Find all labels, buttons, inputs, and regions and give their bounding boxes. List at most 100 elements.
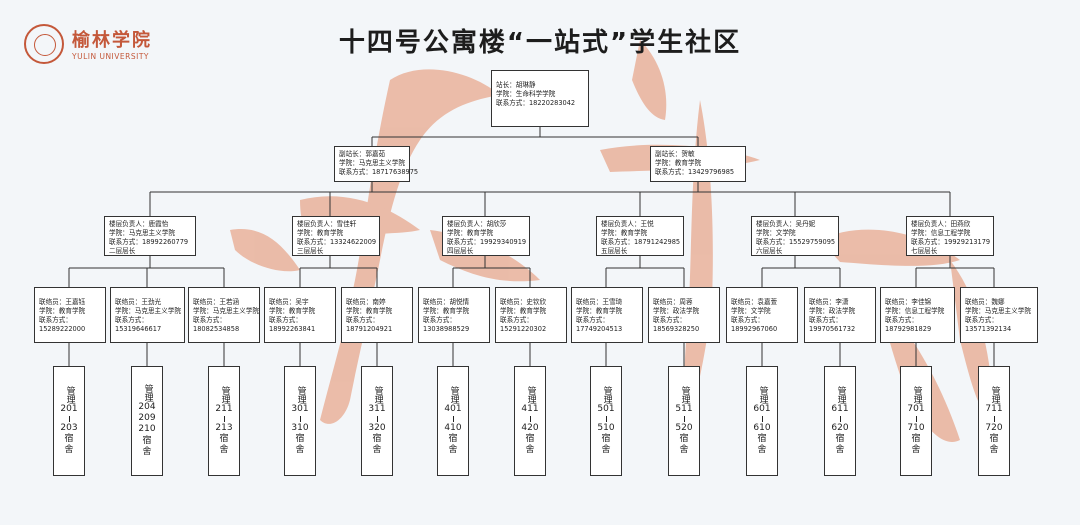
dorm-tail: 舍	[525, 445, 535, 456]
dorm-start: 301	[291, 403, 309, 414]
liaison-name: 联络员：李佳锦	[885, 298, 932, 306]
dorm-start: 701	[907, 403, 925, 414]
dorm-box: 管理 401 410 宿 舍	[437, 366, 469, 476]
liaison-box: 联络员：王若涵 学院：马克思主义学院 联系方式： 18082534858	[188, 287, 260, 343]
deputy-college: 学院：教育学院	[655, 158, 702, 167]
range-bar	[993, 415, 995, 422]
dorm-end: 410	[444, 422, 462, 433]
dorm-tail: 舍	[911, 445, 921, 456]
floor-lead-role: 五层层长	[601, 246, 628, 255]
dorm-tail: 舍	[142, 446, 152, 457]
liaison-phone: 15319646617	[115, 324, 162, 333]
liaison-contact-label: 联系方式：	[653, 315, 686, 324]
liaison-college: 学院：教育学院	[576, 306, 623, 315]
dorm-box: 管理 601 610 宿 舍	[746, 366, 778, 476]
deputy-name: 副站长：郭嘉茹	[339, 150, 386, 158]
dorm-label: 管理	[219, 385, 230, 404]
dorm-tail: 宿	[601, 434, 611, 444]
floor-lead-college: 学院：马克思主义学院	[109, 228, 175, 237]
liaison-name: 联络员：史钦欣	[500, 298, 547, 306]
dorm-tail: 宿	[64, 434, 74, 444]
liaison-contact-label: 联系方式：	[576, 315, 609, 324]
deputy-name: 副站长：贺敏	[655, 150, 695, 158]
dorm-tail: 宿	[142, 435, 152, 446]
range-bar	[452, 415, 454, 422]
floor-lead-box-3: 楼层负责人：雪佳轩 学院：教育学院 联系方式：13324622009 三层层长	[292, 216, 380, 256]
floor-lead-college: 学院：文学院	[756, 228, 796, 237]
range-bar	[68, 415, 70, 422]
director-name: 站长：胡琳静	[496, 81, 536, 89]
liaison-phone: 18791204921	[346, 324, 393, 333]
floor-lead-contact: 联系方式：18992260779	[109, 237, 189, 246]
liaison-name: 联络员：魏娜	[965, 298, 1005, 306]
liaison-college: 学院：政法学院	[653, 306, 700, 315]
liaison-college: 学院：文学院	[731, 306, 771, 315]
liaison-contact-label: 联系方式：	[39, 315, 72, 324]
dorm-box: 管理 701 710 宿 舍	[900, 366, 932, 476]
floor-lead-name: 楼层负责人：吴丹妮	[756, 220, 816, 228]
director-box: 站长：胡琳静 学院：生命科学学院 联系方式：18220283042	[491, 70, 589, 127]
liaison-name: 联络员：周蓉	[653, 298, 693, 306]
liaison-phone: 13571392134	[965, 324, 1012, 333]
dorm-start: 201	[60, 403, 78, 414]
liaison-box: 联络员：李佳锦 学院：信息工程学院 联系方式： 18792981829	[880, 287, 955, 343]
dorm-label: 管理	[64, 385, 75, 404]
liaison-box: 联络员：史钦欣 学院：教育学院 联系方式： 15291220302	[495, 287, 567, 343]
dorm-end: 310	[291, 422, 309, 433]
floor-lead-role: 六层层长	[756, 246, 783, 255]
liaison-name: 联络员：南婷	[346, 298, 386, 306]
dorm-tail: 舍	[448, 445, 458, 456]
dorm-end: 720	[985, 422, 1003, 433]
dorm-label: 管理	[679, 385, 690, 404]
dorm-num: 210	[138, 424, 156, 435]
dorm-end: 203	[60, 422, 78, 433]
dorm-start: 311	[368, 403, 386, 414]
liaison-box: 联络员：王劲光 学院：马克思主义学院 联系方式： 15319646617	[110, 287, 185, 343]
floor-lead-role: 七层层长	[911, 246, 938, 255]
dorm-label: 管理	[142, 383, 153, 402]
director-contact: 联系方式：18220283042	[496, 98, 576, 107]
dorm-tail: 宿	[757, 434, 767, 444]
liaison-phone: 13038988529	[423, 324, 470, 333]
dorm-end: 320	[368, 422, 386, 433]
dorm-label: 管理	[757, 385, 768, 404]
floor-lead-role: 三层层长	[297, 246, 324, 255]
dorm-label: 管理	[601, 385, 612, 404]
liaison-contact-label: 联系方式：	[965, 315, 998, 324]
liaison-contact-label: 联系方式：	[809, 315, 842, 324]
dorm-tail: 舍	[64, 445, 74, 456]
dorm-end: 213	[215, 422, 233, 433]
liaison-contact-label: 联系方式：	[115, 315, 148, 324]
dorm-end: 420	[521, 422, 539, 433]
range-bar	[839, 415, 841, 422]
liaison-box: 联络员：李潇 学院：政法学院 联系方式： 19970561732	[804, 287, 876, 343]
liaison-name: 联络员：吴宇	[269, 298, 309, 306]
dorm-label: 管理	[295, 385, 306, 404]
range-bar	[223, 415, 225, 422]
dorm-start: 511	[675, 403, 693, 414]
dorm-tail: 舍	[601, 445, 611, 456]
range-bar	[761, 415, 763, 422]
director-college: 学院：生命科学学院	[496, 89, 556, 98]
liaison-college: 学院：教育学院	[500, 306, 547, 315]
dorm-box: 管理 204 209 210 宿 舍	[131, 366, 163, 476]
dorm-label: 管理	[525, 385, 536, 404]
range-bar	[299, 415, 301, 422]
dorm-num: 209	[138, 413, 156, 424]
floor-lead-college: 学院：教育学院	[601, 228, 648, 237]
liaison-phone: 18992263841	[269, 324, 316, 333]
dorm-label: 管理	[835, 385, 846, 404]
liaison-box: 联络员：吴宇 学院：教育学院 联系方式： 18992263841	[264, 287, 336, 343]
liaison-name: 联络员：王若涵	[193, 298, 240, 306]
liaison-contact-label: 联系方式：	[423, 315, 456, 324]
range-bar	[529, 415, 531, 422]
dorm-tail: 宿	[219, 434, 229, 444]
floor-lead-box-6: 楼层负责人：吴丹妮 学院：文学院 联系方式：15529759095 六层层长	[751, 216, 839, 256]
dorm-tail: 宿	[679, 434, 689, 444]
dorm-label: 管理	[372, 385, 383, 404]
dorm-start: 411	[521, 403, 539, 414]
liaison-phone: 17749204513	[576, 324, 623, 333]
dorm-box: 管理 501 510 宿 舍	[590, 366, 622, 476]
dorm-tail: 宿	[989, 434, 999, 444]
